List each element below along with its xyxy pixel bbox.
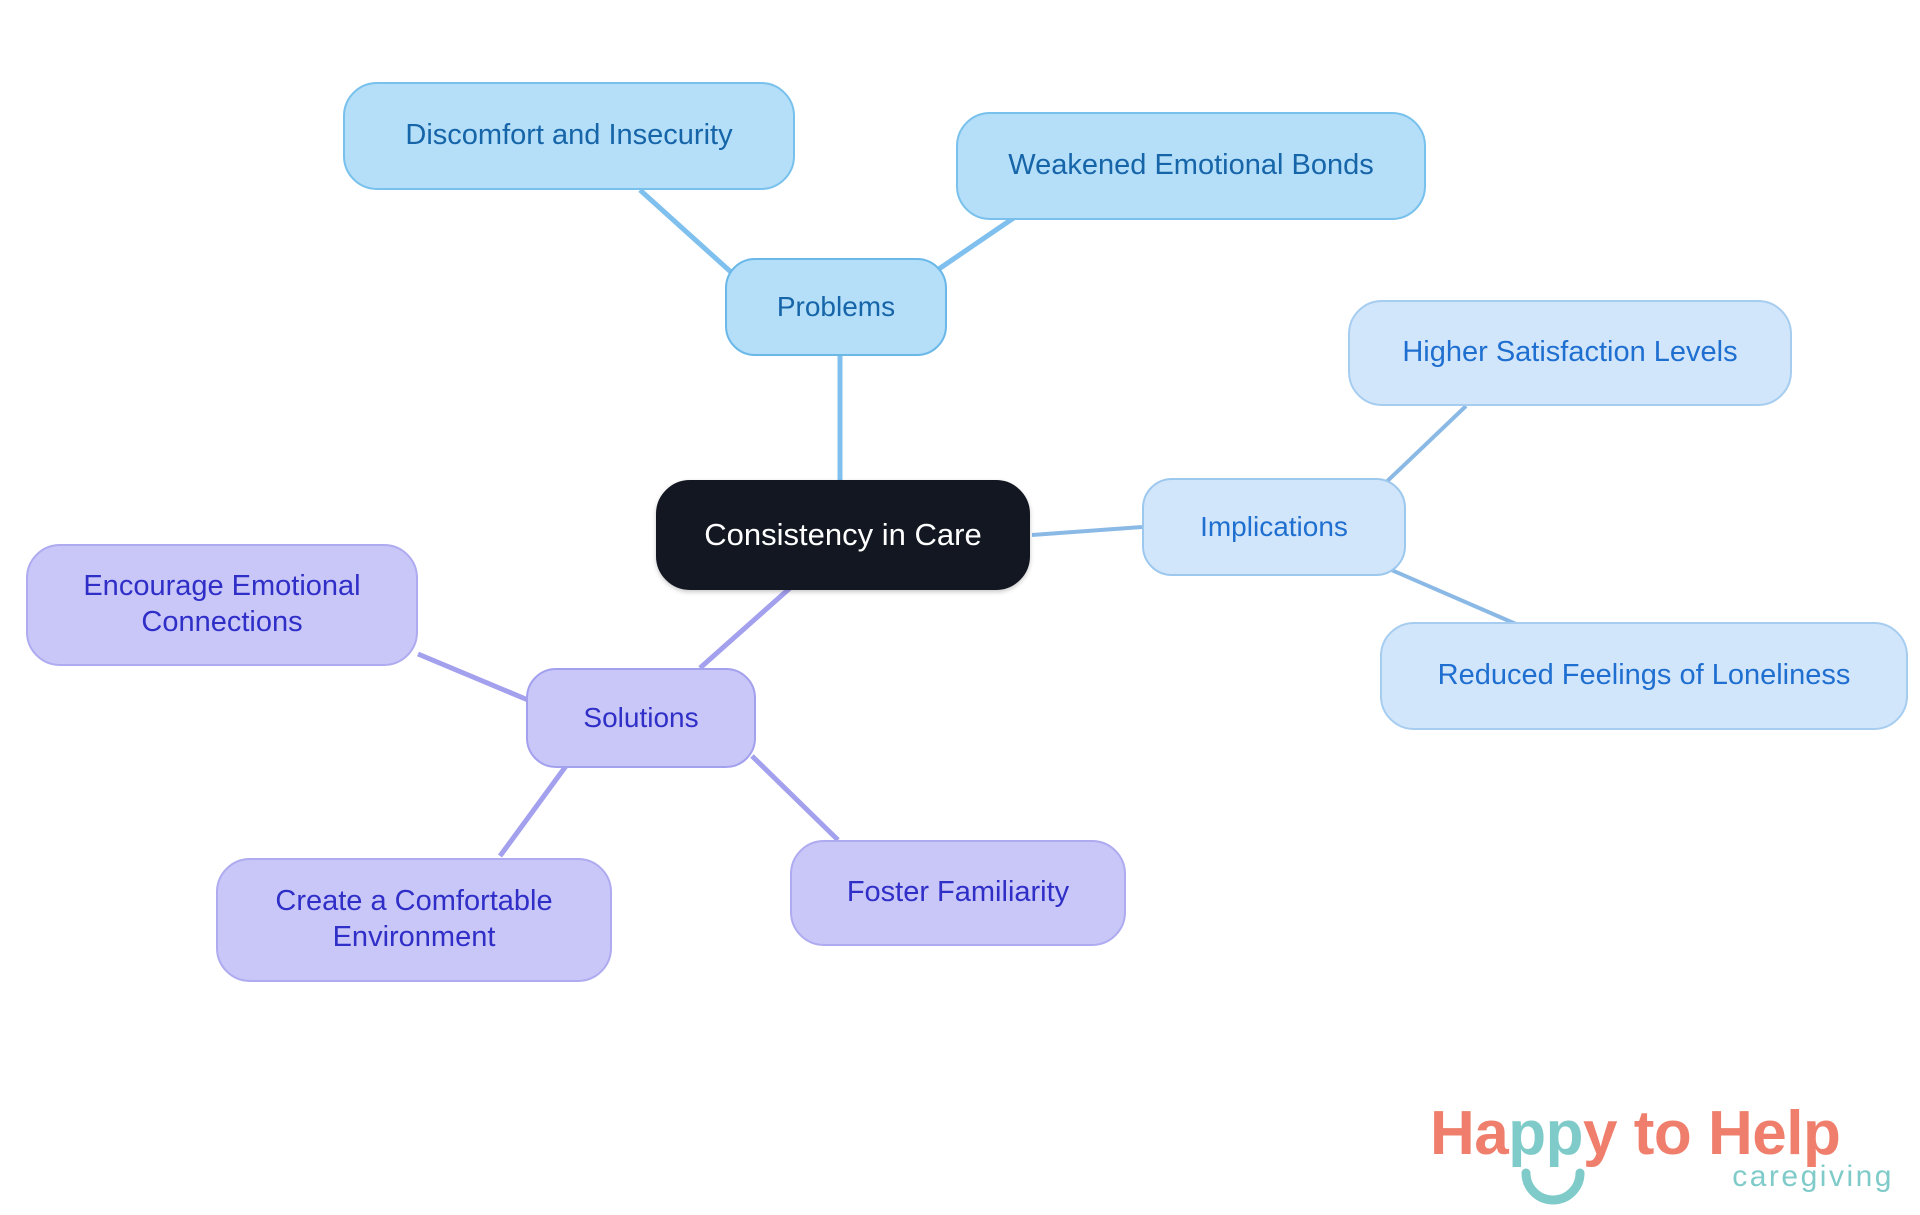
node-leaf-higher-satisfaction-levels-label: Higher Satisfaction Levels <box>1402 336 1738 369</box>
node-leaf-discomfort-and-insecurity[interactable]: Discomfort and Insecurity <box>343 82 795 190</box>
logo-word-happy-ha: Ha <box>1430 1099 1509 1168</box>
node-leaf-weakened-emotional-bonds[interactable]: Weakened Emotional Bonds <box>956 112 1426 220</box>
node-leaf-foster-familiarity-label: Foster Familiarity <box>846 876 1070 909</box>
node-branch-problems[interactable]: Problems <box>725 258 947 356</box>
node-leaf-create-a-comfortable-environment[interactable]: Create a Comfortable Environment <box>216 858 612 982</box>
node-leaf-foster-familiarity[interactable]: Foster Familiarity <box>790 840 1126 946</box>
node-branch-solutions[interactable]: Solutions <box>526 668 756 768</box>
node-branch-implications[interactable]: Implications <box>1142 478 1406 576</box>
edge-solutions-to-comfortable-environment <box>497 764 569 858</box>
logo-smile-icon <box>1521 1168 1585 1205</box>
logo-tagline: caregiving <box>1732 1160 1894 1193</box>
edge-implications-to-reduced-loneliness <box>1379 563 1517 626</box>
edge-solutions-to-foster-familiarity <box>750 754 840 842</box>
node-branch-implications-label: Implications <box>1200 510 1348 542</box>
edge-implications-to-higher-satisfaction <box>1376 404 1468 492</box>
node-leaf-discomfort-and-insecurity-label: Discomfort and Insecurity <box>405 119 733 152</box>
brand-logo: Happy to Help caregiving <box>1430 1098 1900 1206</box>
logo-word-to: to <box>1617 1099 1708 1168</box>
logo-word-happy-pp: pp <box>1508 1099 1584 1168</box>
node-branch-problems-label: Problems <box>776 290 896 322</box>
logo-word-help: Help <box>1707 1099 1841 1168</box>
logo-word-happy-y: y <box>1583 1099 1617 1168</box>
edge-solutions-to-encourage-connections <box>417 651 529 703</box>
logo-wordmark: Happy to Help <box>1430 1098 1841 1169</box>
node-root-consistency-in-care[interactable]: Consistency in Care <box>656 480 1030 590</box>
node-leaf-reduced-feelings-of-loneliness-label: Reduced Feelings of Loneliness <box>1437 659 1851 692</box>
node-branch-solutions-label: Solutions <box>583 701 699 733</box>
node-leaf-encourage-emotional-connections[interactable]: Encourage Emotional Connections <box>26 544 418 666</box>
node-leaf-reduced-feelings-of-loneliness[interactable]: Reduced Feelings of Loneliness <box>1380 622 1908 730</box>
node-root-label: Consistency in Care <box>704 516 982 552</box>
edge-root-to-solutions <box>698 586 792 670</box>
node-leaf-create-a-comfortable-environment-label: Create a Comfortable Environment <box>275 885 553 953</box>
edge-problems-to-discomfort <box>638 188 744 284</box>
node-leaf-higher-satisfaction-levels[interactable]: Higher Satisfaction Levels <box>1348 300 1792 406</box>
node-leaf-encourage-emotional-connections-label: Encourage Emotional Connections <box>83 570 361 638</box>
edge-root-to-implications <box>1031 525 1143 537</box>
node-leaf-weakened-emotional-bonds-label: Weakened Emotional Bonds <box>1008 149 1374 182</box>
